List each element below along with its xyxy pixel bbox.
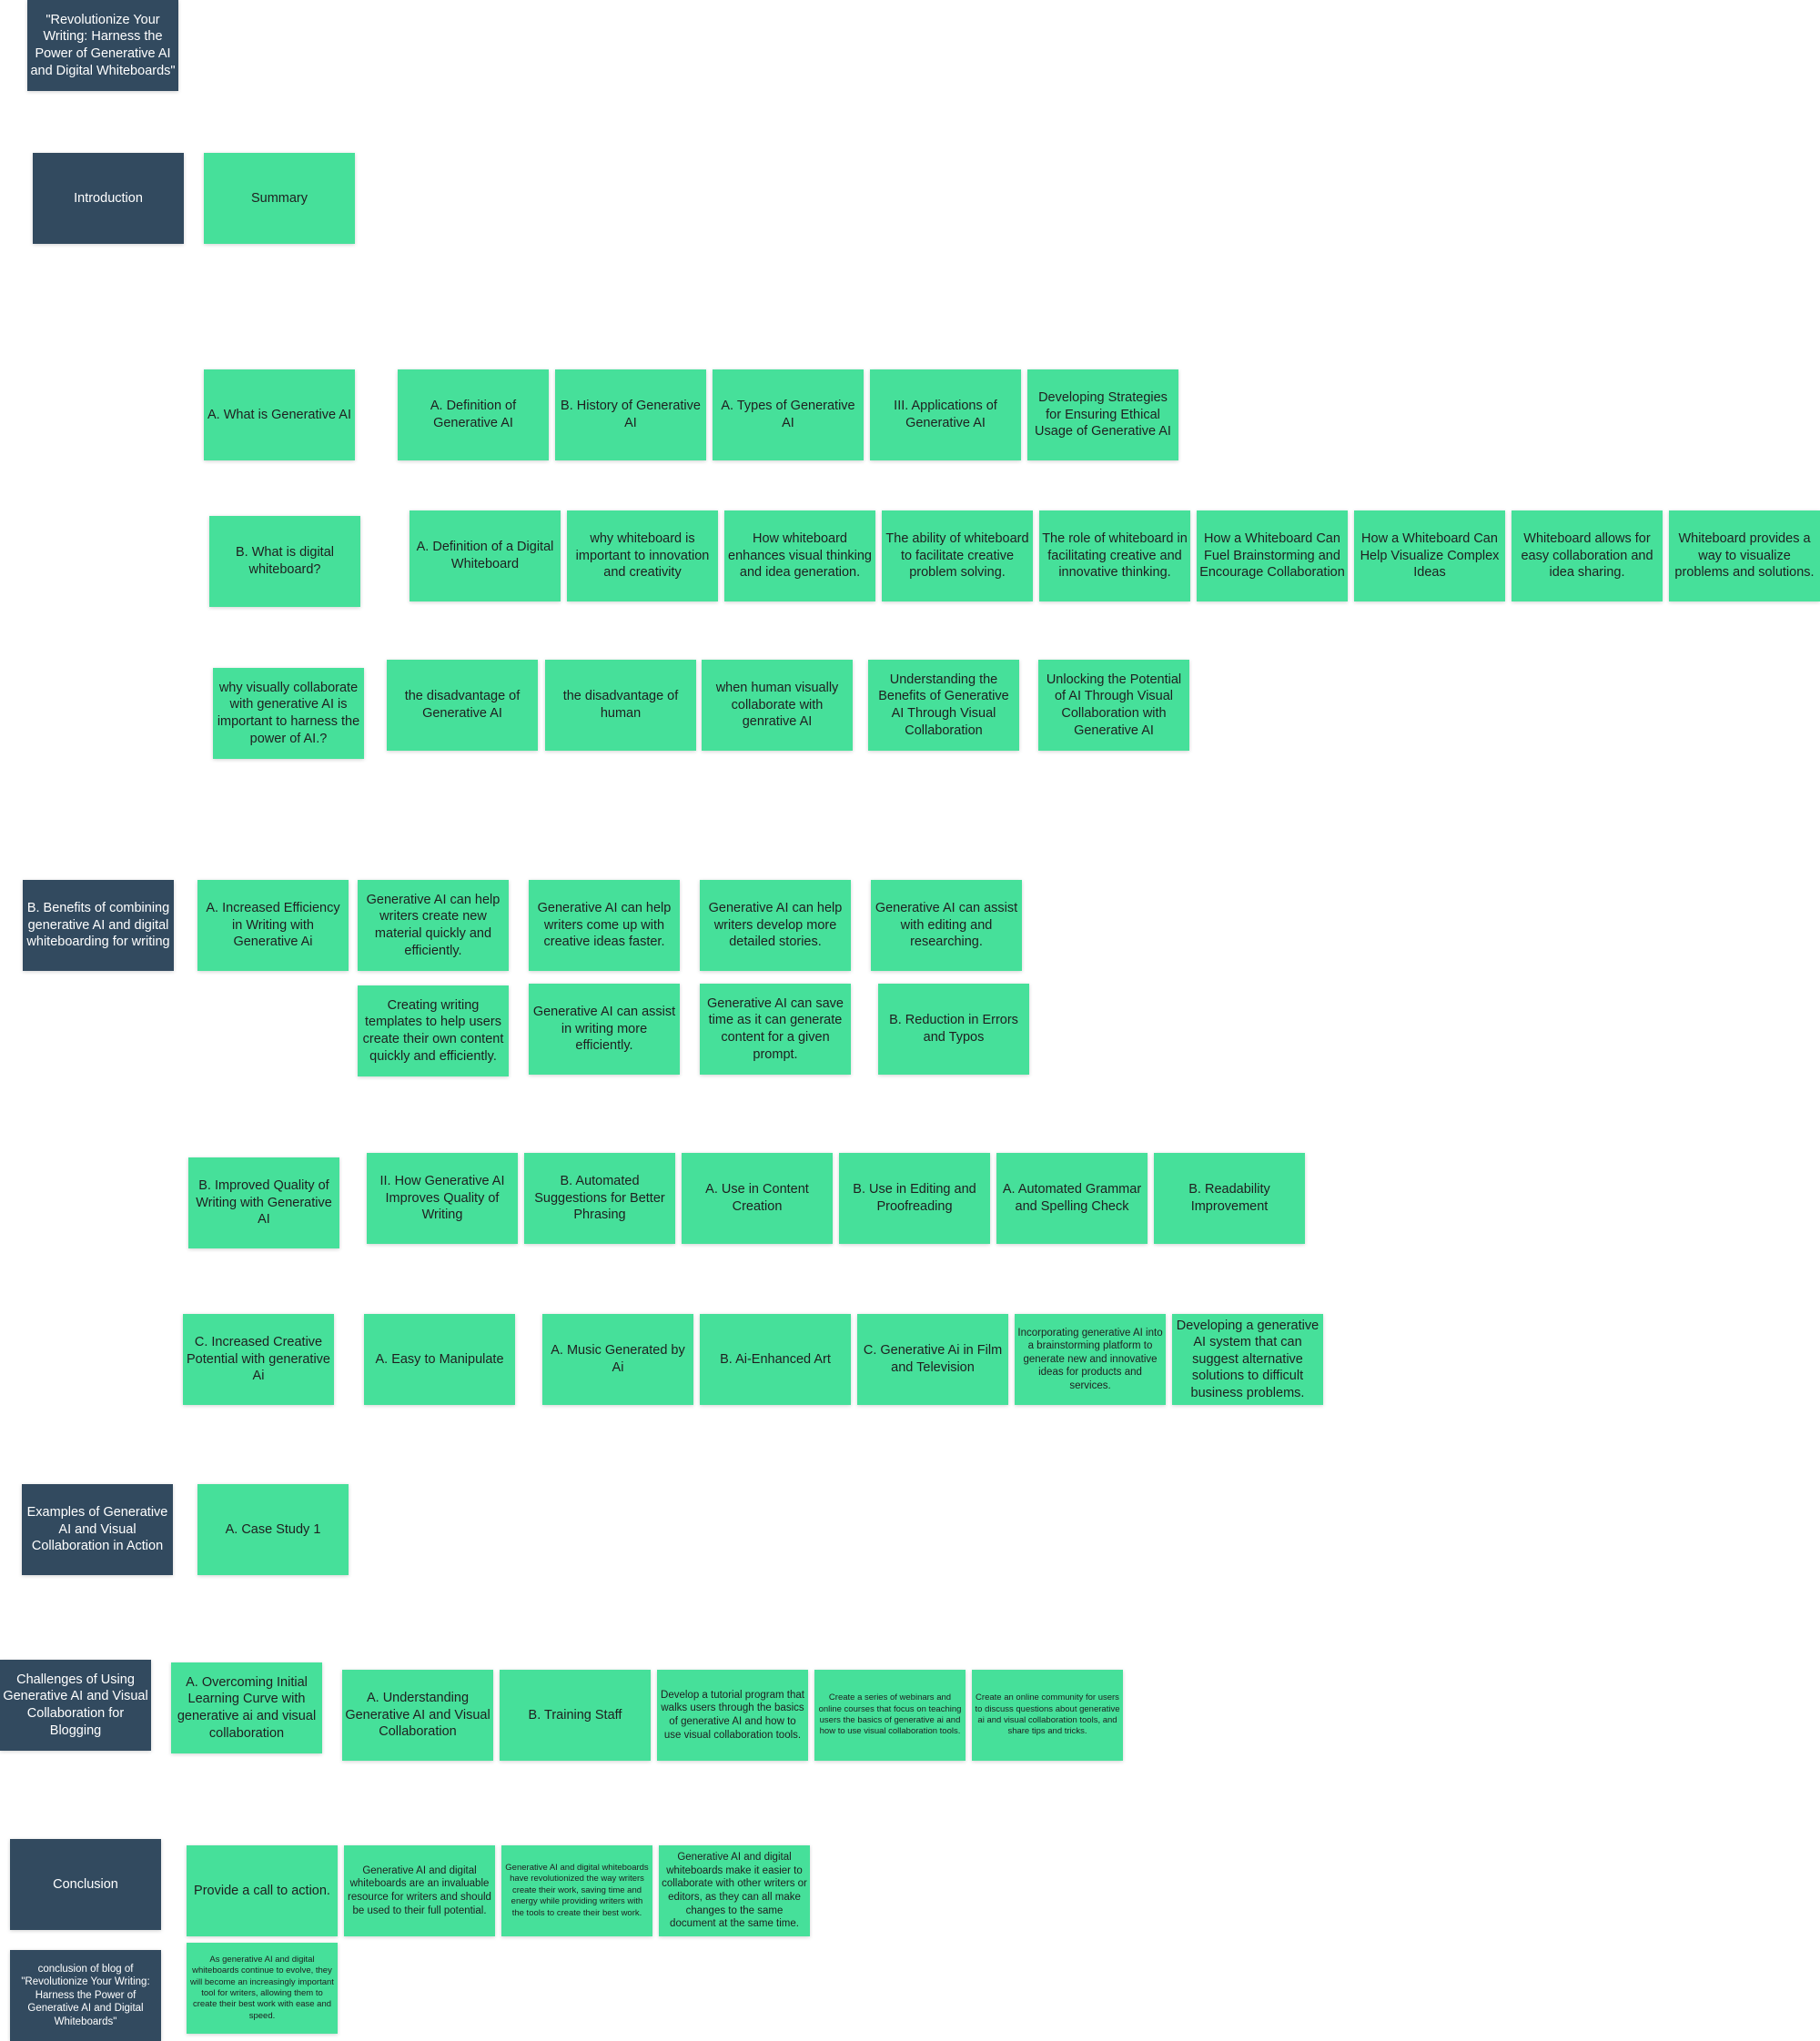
- sticky-note-ii-how-generative-ai-improves-quality[interactable]: II. How Generative AI Improves Quality o…: [367, 1153, 518, 1244]
- sticky-note-when-human-visually-collaborate-with-genrative[interactable]: when human visually collaborate with gen…: [702, 660, 853, 751]
- sticky-note-how-a-whiteboard-can-fuel-brainstorming[interactable]: How a Whiteboard Can Fuel Brainstorming …: [1197, 510, 1348, 601]
- sticky-note-generative-ai-can-assist-in-writing[interactable]: Generative AI can assist in writing more…: [529, 984, 680, 1075]
- section-note-examples-of-generative-ai-and-visual[interactable]: Examples of Generative AI and Visual Col…: [22, 1484, 173, 1575]
- sticky-note-generative-ai-and-digital-whiteboards-make[interactable]: Generative AI and digital whiteboards ma…: [659, 1845, 810, 1936]
- sticky-note-a-easy-to-manipulate[interactable]: A. Easy to Manipulate: [364, 1314, 515, 1405]
- sticky-note-generative-ai-can-save-time-as[interactable]: Generative AI can save time as it can ge…: [700, 984, 851, 1075]
- sticky-note-generative-ai-and-digital-whiteboards-are[interactable]: Generative AI and digital whiteboards ar…: [344, 1845, 495, 1936]
- sticky-note-a-understanding-generative-ai-and-visual[interactable]: A. Understanding Generative AI and Visua…: [342, 1670, 493, 1761]
- sticky-note-a-use-in-content-creation[interactable]: A. Use in Content Creation: [682, 1153, 833, 1244]
- sticky-note-generative-ai-can-help-writers-create[interactable]: Generative AI can help writers create ne…: [358, 880, 509, 971]
- sticky-note-create-a-series-of-webinars-and[interactable]: Create a series of webinars and online c…: [814, 1670, 966, 1761]
- sticky-note-b-training-staff[interactable]: B. Training Staff: [500, 1670, 651, 1761]
- section-note-revolutionize-your-writing-harness-the-power[interactable]: "Revolutionize Your Writing: Harness the…: [27, 0, 178, 91]
- sticky-note-b-automated-suggestions-for-better-phrasing[interactable]: B. Automated Suggestions for Better Phra…: [524, 1153, 675, 1244]
- sticky-note-iii-applications-of-generative-ai[interactable]: III. Applications of Generative AI: [870, 369, 1021, 460]
- sticky-note-a-music-generated-by-ai[interactable]: A. Music Generated by Ai: [542, 1314, 693, 1405]
- sticky-note-b-readability-improvement[interactable]: B. Readability Improvement: [1154, 1153, 1305, 1244]
- sticky-note-whiteboard-provides-a-way-to-visualize[interactable]: Whiteboard provides a way to visualize p…: [1669, 510, 1820, 601]
- sticky-note-c-increased-creative-potential-with-generative[interactable]: C. Increased Creative Potential with gen…: [183, 1314, 334, 1405]
- sticky-note-c-generative-ai-in-film-and[interactable]: C. Generative Ai in Film and Television: [857, 1314, 1008, 1405]
- sticky-note-the-ability-of-whiteboard-to-facilitate[interactable]: The ability of whiteboard to facilitate …: [882, 510, 1033, 601]
- sticky-note-generative-ai-and-digital-whiteboards-have[interactable]: Generative AI and digital whiteboards ha…: [501, 1845, 652, 1936]
- sticky-note-the-disadvantage-of-human[interactable]: the disadvantage of human: [545, 660, 696, 751]
- sticky-note-how-whiteboard-enhances-visual-thinking-and[interactable]: How whiteboard enhances visual thinking …: [724, 510, 875, 601]
- sticky-note-b-ai-enhanced-art[interactable]: B. Ai-Enhanced Art: [700, 1314, 851, 1405]
- sticky-note-b-improved-quality-of-writing-with[interactable]: B. Improved Quality of Writing with Gene…: [188, 1157, 339, 1248]
- section-note-b-benefits-of-combining-generative-ai[interactable]: B. Benefits of combining generative AI a…: [23, 880, 174, 971]
- sticky-note-b-use-in-editing-and-proofreading[interactable]: B. Use in Editing and Proofreading: [839, 1153, 990, 1244]
- sticky-note-how-a-whiteboard-can-help-visualize[interactable]: How a Whiteboard Can Help Visualize Comp…: [1354, 510, 1505, 601]
- section-note-introduction[interactable]: Introduction: [33, 153, 184, 244]
- sticky-note-generative-ai-can-assist-with-editing[interactable]: Generative AI can assist with editing an…: [871, 880, 1022, 971]
- sticky-note-why-whiteboard-is-important-to-innovation[interactable]: why whiteboard is important to innovatio…: [567, 510, 718, 601]
- sticky-note-developing-a-generative-ai-system-that[interactable]: Developing a generative AI system that c…: [1172, 1314, 1323, 1405]
- sticky-note-creating-writing-templates-to-help-users[interactable]: Creating writing templates to help users…: [358, 985, 509, 1076]
- sticky-note-the-role-of-whiteboard-in-facilitating[interactable]: The role of whiteboard in facilitating c…: [1039, 510, 1190, 601]
- sticky-note-summary[interactable]: Summary: [204, 153, 355, 244]
- sticky-note-a-overcoming-initial-learning-curve-with[interactable]: A. Overcoming Initial Learning Curve wit…: [171, 1662, 322, 1753]
- sticky-note-why-visually-collaborate-with-generative-ai[interactable]: why visually collaborate with generative…: [213, 668, 364, 759]
- section-note-challenges-of-using-generative-ai-and[interactable]: Challenges of Using Generative AI and Vi…: [0, 1660, 151, 1751]
- sticky-note-create-an-online-community-for-users[interactable]: Create an online community for users to …: [972, 1670, 1123, 1761]
- sticky-note-a-types-of-generative-ai[interactable]: A. Types of Generative AI: [713, 369, 864, 460]
- sticky-note-unlocking-the-potential-of-ai-through[interactable]: Unlocking the Potential of AI Through Vi…: [1038, 660, 1189, 751]
- sticky-note-incorporating-generative-ai-into-a-brainstorming[interactable]: Incorporating generative AI into a brain…: [1015, 1314, 1166, 1405]
- sticky-note-a-definition-of-a-digital-whiteboard[interactable]: A. Definition of a Digital Whiteboard: [410, 510, 561, 601]
- sticky-note-a-what-is-generative-ai[interactable]: A. What is Generative AI: [204, 369, 355, 460]
- sticky-note-b-what-is-digital-whiteboard[interactable]: B. What is digital whiteboard?: [209, 516, 360, 607]
- section-note-conclusion-of-blog-of-revolutionize-your[interactable]: conclusion of blog of "Revolutionize You…: [10, 1950, 161, 2041]
- sticky-note-a-automated-grammar-and-spelling-check[interactable]: A. Automated Grammar and Spelling Check: [996, 1153, 1148, 1244]
- sticky-note-b-reduction-in-errors-and-typos[interactable]: B. Reduction in Errors and Typos: [878, 984, 1029, 1075]
- sticky-note-understanding-the-benefits-of-generative-ai[interactable]: Understanding the Benefits of Generative…: [868, 660, 1019, 751]
- sticky-note-generative-ai-can-help-writers-develop[interactable]: Generative AI can help writers develop m…: [700, 880, 851, 971]
- sticky-note-generative-ai-can-help-writers-come[interactable]: Generative AI can help writers come up w…: [529, 880, 680, 971]
- sticky-note-a-definition-of-generative-ai[interactable]: A. Definition of Generative AI: [398, 369, 549, 460]
- sticky-note-develop-a-tutorial-program-that-walks[interactable]: Develop a tutorial program that walks us…: [657, 1670, 808, 1761]
- sticky-note-a-increased-efficiency-in-writing-with[interactable]: A. Increased Efficiency in Writing with …: [197, 880, 349, 971]
- sticky-note-as-generative-ai-and-digital-whiteboards[interactable]: As generative AI and digital whiteboards…: [187, 1943, 338, 2034]
- sticky-note-a-case-study-1[interactable]: A. Case Study 1: [197, 1484, 349, 1575]
- sticky-note-whiteboard-allows-for-easy-collaboration-and[interactable]: Whiteboard allows for easy collaboration…: [1512, 510, 1663, 601]
- sticky-note-provide-a-call-to-action[interactable]: Provide a call to action.: [187, 1845, 338, 1936]
- sticky-note-developing-strategies-for-ensuring-ethical-usage[interactable]: Developing Strategies for Ensuring Ethic…: [1027, 369, 1178, 460]
- section-note-conclusion[interactable]: Conclusion: [10, 1839, 161, 1930]
- sticky-note-b-history-of-generative-ai[interactable]: B. History of Generative AI: [555, 369, 706, 460]
- sticky-note-the-disadvantage-of-generative-ai[interactable]: the disadvantage of Generative AI: [387, 660, 538, 751]
